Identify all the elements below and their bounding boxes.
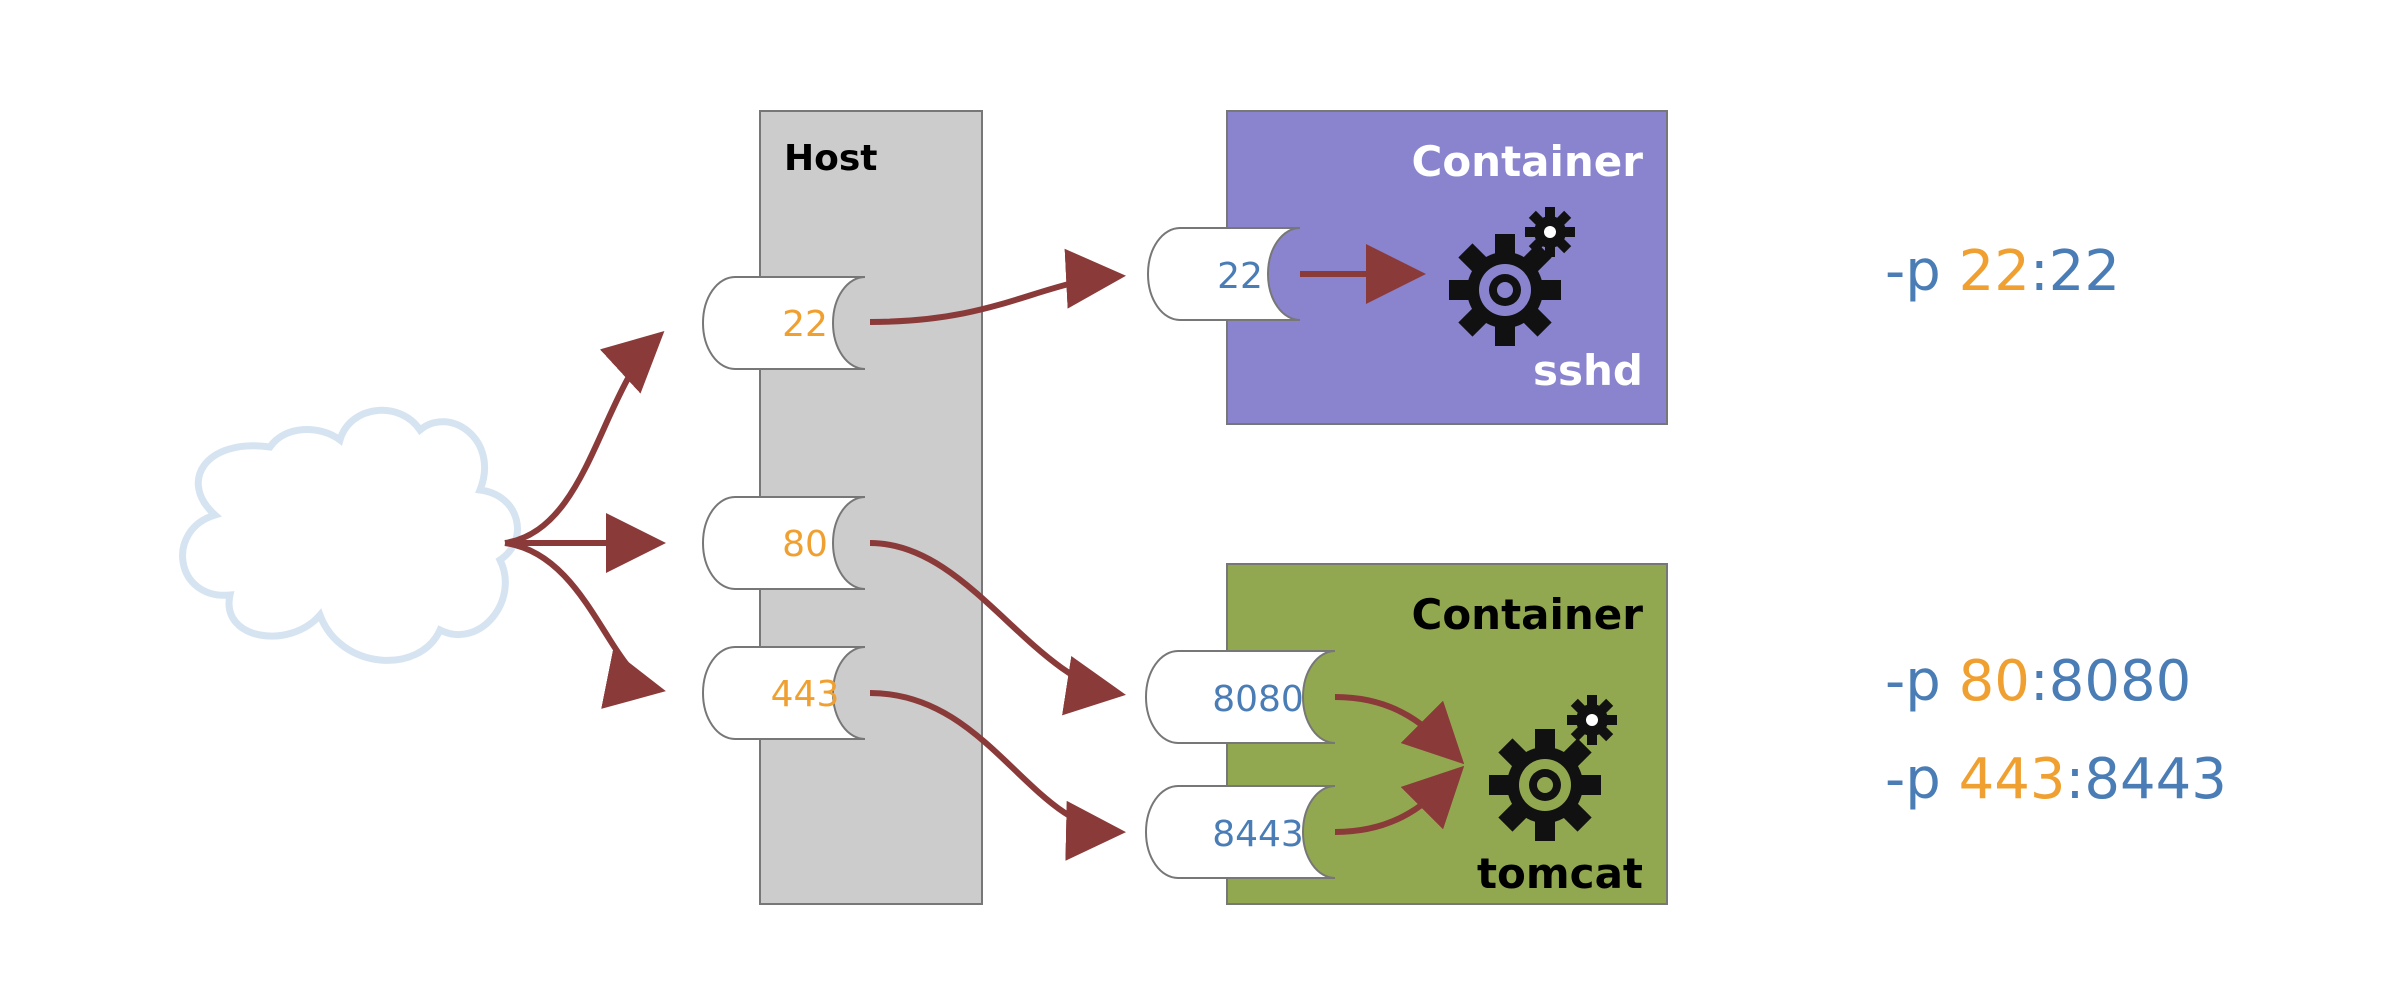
container-port-8080-label: 8080 — [1212, 679, 1304, 720]
host-port-80-label: 80 — [782, 524, 828, 565]
host-port-443-label: 443 — [771, 674, 840, 715]
container-port-8080: 8080 — [1145, 650, 1336, 744]
arrow-cloud-to-443 — [504, 540, 666, 709]
service-tomcat-label: tomcat — [1477, 849, 1643, 898]
host-port-22-label: 22 — [782, 304, 828, 345]
sshd-gear-icon — [1449, 207, 1575, 346]
container-port-22-label: 22 — [1217, 256, 1263, 297]
arrow-host22-to-c22 — [869, 248, 1126, 325]
host-port-80: 80 — [702, 496, 866, 590]
tomcat-gear-icon — [1489, 695, 1617, 841]
internet-cloud-icon — [179, 406, 521, 664]
container-tomcat-label: Container — [1412, 590, 1644, 639]
mapping-cmd-3: -p 443:8443 — [1885, 747, 2227, 812]
container-port-8443-label: 8443 — [1212, 814, 1304, 855]
arrow-host80-to-c8080 — [869, 540, 1126, 716]
container-sshd-label: Container — [1412, 137, 1644, 186]
arrow-cloud-to-22 — [504, 330, 665, 546]
host-port-22: 22 — [702, 276, 866, 370]
container-sshd-box — [1226, 110, 1668, 425]
arrow-c8443-to-tomcat — [1334, 765, 1465, 835]
mapping-cmd-1: -p 22:22 — [1885, 239, 2120, 304]
service-sshd-label: sshd — [1533, 346, 1643, 395]
host-port-443: 443 — [702, 646, 866, 740]
arrow-c8080-to-tomcat — [1334, 694, 1465, 765]
host-label: Host — [784, 138, 878, 179]
container-port-8443: 8443 — [1145, 785, 1336, 879]
arrow-host443-to-c8443 — [869, 690, 1126, 861]
container-port-22: 22 — [1147, 227, 1301, 321]
arrows — [504, 244, 1465, 861]
mapping-cmd-2: -p 80:8080 — [1885, 649, 2191, 714]
